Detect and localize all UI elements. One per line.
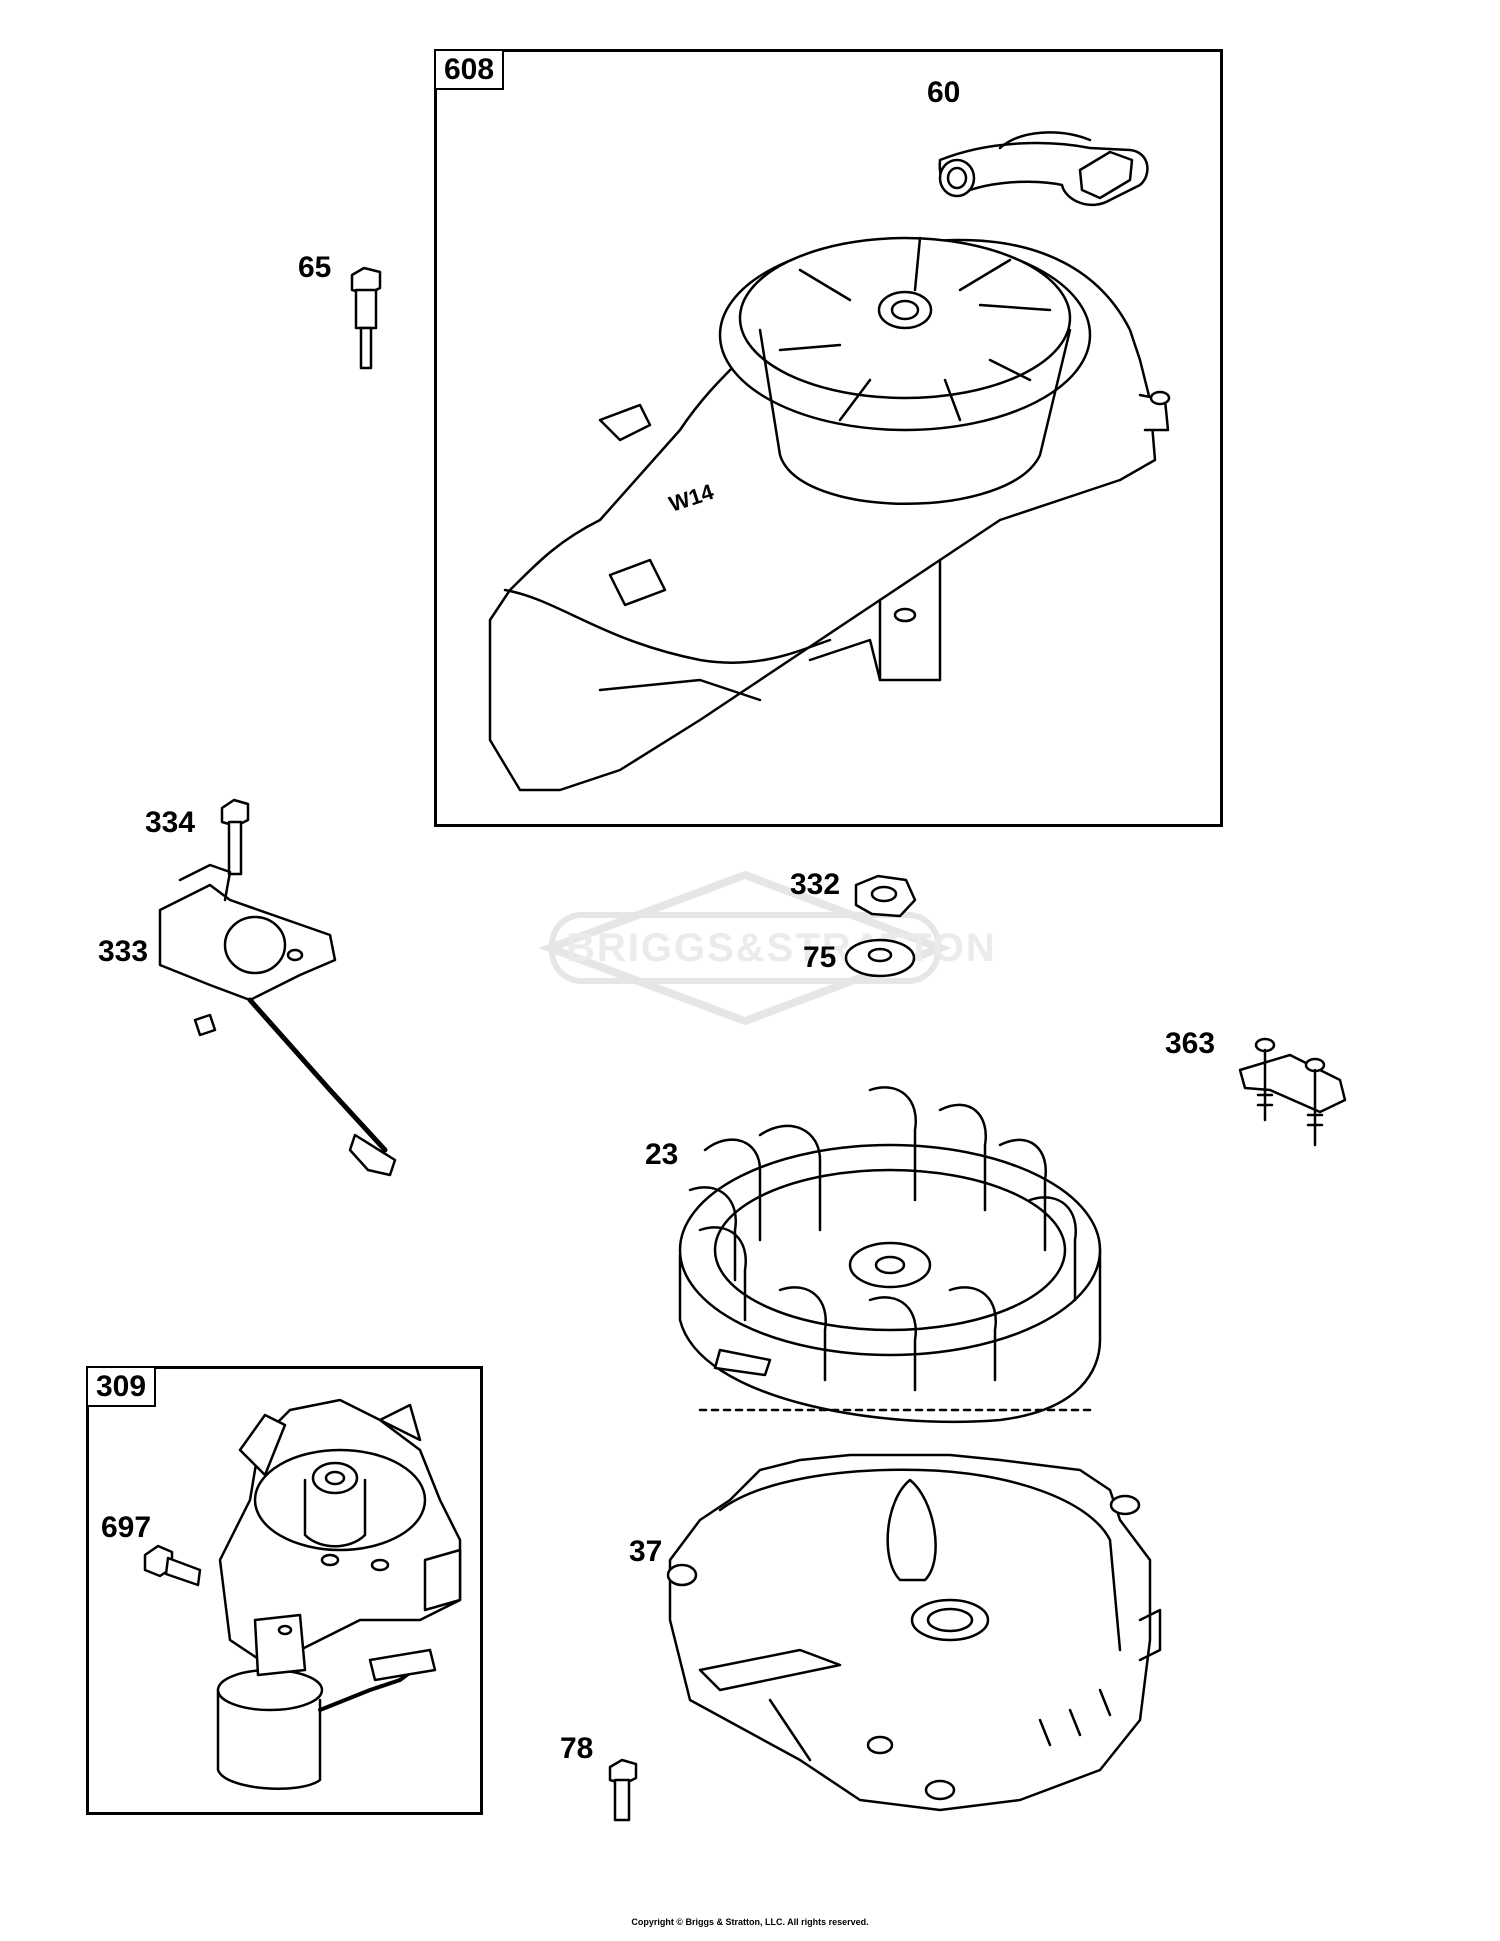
copyright-notice: Copyright © Briggs & Stratton, LLC. All … [631, 1917, 869, 1927]
washer-75-part [844, 938, 916, 978]
callout-334: 334 [145, 806, 196, 839]
bolt-334-part [220, 798, 250, 876]
bolt-78-part [608, 1758, 638, 1822]
rewind-starter-assembly-part [488, 236, 1171, 792]
callout-65: 65 [298, 251, 332, 284]
starter-handle-part [938, 131, 1149, 207]
callout-78: 78 [560, 1732, 594, 1765]
bolt-697-part [143, 1544, 202, 1587]
group-label-608: 608 [434, 49, 505, 90]
callout-697: 697 [101, 1511, 152, 1544]
group-label-309: 309 [86, 1366, 157, 1407]
callout-333: 333 [98, 935, 149, 968]
watermark-text: BRIGGS&STRATTON [566, 926, 997, 970]
bolt-65-part [350, 266, 382, 370]
ignition-armature-part [158, 863, 397, 1177]
callout-23: 23 [645, 1138, 679, 1171]
callout-363: 363 [1165, 1027, 1216, 1060]
group-frame-309 [86, 1366, 483, 1815]
electric-starter-motor-part [216, 1398, 462, 1790]
bracket-363-part [1238, 1037, 1347, 1147]
callout-60: 60 [927, 76, 961, 109]
callout-37: 37 [629, 1535, 663, 1568]
callout-75: 75 [803, 941, 837, 974]
nut-332-part [854, 874, 917, 918]
blower-housing-part [666, 1453, 1162, 1812]
group-frame-608 [434, 49, 1223, 827]
flywheel-part [678, 1086, 1102, 1424]
callout-332: 332 [790, 868, 841, 901]
